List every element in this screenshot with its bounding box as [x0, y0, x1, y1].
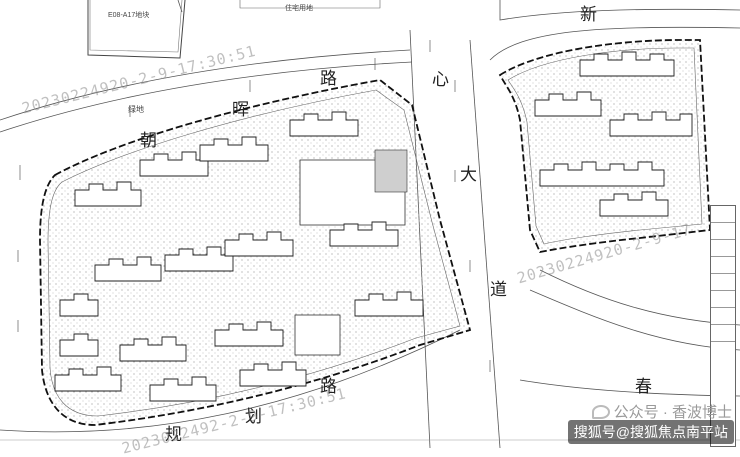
road-name-xinxin-1: 心 [432, 70, 449, 90]
legend-strip [710, 205, 736, 447]
top-parcel-label: E08-A17地块 [108, 12, 150, 19]
road-name-chun: 春 [635, 377, 652, 397]
wechat-credit: 公众号 · 香波博士 [591, 401, 732, 422]
top-parcels [87, 0, 381, 59]
elevation-marks [17, 40, 491, 372]
legend-row [711, 291, 735, 308]
green-land-label: 绿地 [128, 105, 144, 114]
legend-row [711, 240, 735, 257]
road-name-xinxin-3: 道 [490, 280, 507, 300]
road-name-guihua-3: 规 [165, 425, 182, 445]
wechat-credit-text: 公众号 · 香波博士 [613, 404, 732, 421]
east-site-boundary [498, 39, 711, 254]
legend-row [711, 325, 735, 342]
road-name-chaohui-1: 路 [320, 69, 337, 89]
road-name-guihua-1: 路 [320, 377, 337, 397]
legend-row [711, 223, 735, 240]
legend-row [711, 206, 735, 223]
legend-row [711, 274, 735, 291]
road-name-chaohui-2: 晖 [232, 100, 249, 120]
sohu-credit: 搜狐号@搜狐焦点南平站 [567, 420, 734, 444]
road-name-xinxin-2: 大 [460, 165, 477, 185]
top-residential-label: 住宅用地 [285, 5, 313, 12]
legend-row [711, 308, 735, 325]
east-buildings [534, 51, 693, 217]
legend-row [711, 257, 735, 274]
west-buildings [54, 111, 424, 402]
wechat-icon [591, 404, 610, 419]
road-name-guihua-2: 划 [245, 407, 262, 427]
road-name-chaohui-3: 朝 [140, 131, 157, 151]
road-name-xin: 新 [580, 5, 597, 25]
